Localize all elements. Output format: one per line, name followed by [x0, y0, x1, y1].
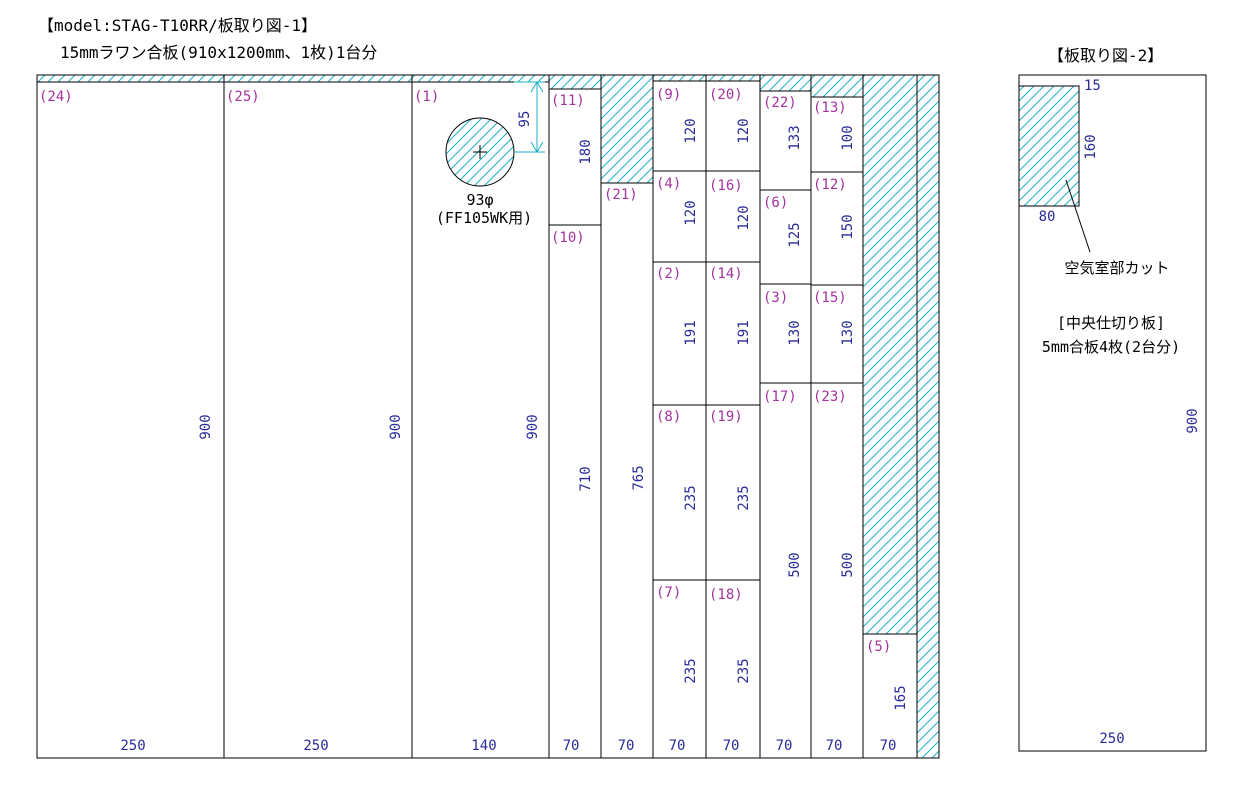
column-width-5: 70 [618, 738, 635, 754]
part-length-14: 191 [736, 320, 752, 345]
waste-col9-top [810, 74, 864, 98]
part-length-13: 100 [840, 125, 856, 150]
waste-col5-top [600, 74, 654, 184]
part-number-19: (19) [709, 409, 743, 425]
cut-width-label: 80 [1039, 209, 1056, 225]
air-chamber-cut-area [1018, 85, 1080, 207]
part-length-9: 120 [683, 118, 699, 143]
part-number-3: (3) [763, 290, 788, 306]
sheet1-title: 【model:STAG-T10RR/板取り図-1】 [38, 16, 317, 35]
part-length-5: 165 [893, 685, 909, 710]
sheet1-subtitle: 15mmラワン合板(910x1200mm、1枚)1台分 [60, 43, 377, 62]
part-length-25: 900 [388, 414, 404, 439]
waste-right-strip [916, 74, 940, 759]
part-number-23: (23) [813, 389, 847, 405]
part-length-8: 235 [683, 485, 699, 510]
part-number-14: (14) [709, 266, 743, 282]
cut-lines [223, 75, 918, 758]
hole-offset-dimension [514, 81, 545, 153]
length-labels: 900 900 900 180 710 765 120 120 191 235 235 120 120 1… [198, 118, 909, 710]
part-length-3: 130 [787, 320, 803, 345]
part-length-2: 191 [683, 320, 699, 345]
part-number-9: (9) [656, 87, 681, 103]
part-number-11: (11) [551, 93, 585, 109]
part-number-20: (20) [709, 87, 743, 103]
part-length-18: 235 [736, 658, 752, 683]
part-number-4: (4) [656, 176, 681, 192]
part-length-23: 500 [840, 552, 856, 577]
waste-col10-top [862, 74, 918, 635]
cut-note: 空気室部カット [1064, 259, 1169, 277]
board-title: [中央仕切り板] [1057, 314, 1165, 332]
part-number-15: (15) [813, 290, 847, 306]
hole-diameter-label: 93φ [466, 191, 493, 209]
column-width-9: 70 [826, 738, 843, 754]
sheet2-height-label: 900 [1185, 408, 1201, 433]
part-number-6: (6) [763, 195, 788, 211]
hole-offset-label: 95 [517, 111, 533, 128]
part-length-12: 150 [840, 214, 856, 239]
waste-col6-top [652, 74, 707, 82]
part-labels: (24) (25) (1) (11) (10) (21) (9) (4) (2) (8) (7) (2… [39, 87, 891, 655]
part-number-21: (21) [604, 187, 638, 203]
part-number-13: (13) [813, 100, 847, 116]
column-width-8: 70 [776, 738, 793, 754]
column-width-6: 70 [669, 738, 686, 754]
part-number-12: (12) [813, 177, 847, 193]
part-length-19: 235 [736, 485, 752, 510]
sheet1-outline [36, 74, 940, 759]
part-number-7: (7) [656, 585, 681, 601]
column-width-2: 250 [303, 738, 328, 754]
column-width-7: 70 [723, 738, 740, 754]
part-length-15: 130 [840, 320, 856, 345]
column-width-3: 140 [471, 738, 496, 754]
part-length-7: 235 [683, 658, 699, 683]
cut-leader-line [1065, 179, 1091, 253]
part-length-6: 125 [787, 222, 803, 247]
cut-offset-label: 15 [1084, 78, 1101, 94]
part-length-21: 765 [631, 465, 647, 490]
part-length-17: 500 [787, 552, 803, 577]
waste-col8-top [759, 74, 812, 92]
part-number-24: (24) [39, 89, 73, 105]
part-number-2: (2) [656, 266, 681, 282]
part-number-16: (16) [709, 178, 743, 194]
part-number-17: (17) [763, 389, 797, 405]
board-spec: 5mm合板4枚(2台分) [1042, 338, 1180, 356]
sheet2-title: 【板取り図-2】 [1048, 46, 1163, 65]
column-width-1: 250 [120, 738, 145, 754]
column-width-4: 70 [563, 738, 580, 754]
part-length-4: 120 [683, 200, 699, 225]
hole-unit-label: (FF105WK用) [436, 209, 532, 227]
waste-col7-top [705, 74, 761, 82]
part-number-5: (5) [866, 639, 891, 655]
part-length-16: 120 [736, 205, 752, 230]
column-width-10: 70 [880, 738, 897, 754]
part-length-1: 900 [525, 414, 541, 439]
part-number-1: (1) [414, 89, 439, 105]
part-number-10: (10) [551, 230, 585, 246]
part-length-10: 710 [578, 466, 594, 491]
waste-top-strip [36, 74, 550, 83]
part-number-8: (8) [656, 409, 681, 425]
part-number-18: (18) [709, 587, 743, 603]
part-number-25: (25) [226, 89, 260, 105]
sheet2-width-label: 250 [1099, 731, 1124, 747]
part-length-20: 120 [736, 118, 752, 143]
waste-col4-top [548, 74, 602, 90]
part-number-22: (22) [763, 95, 797, 111]
part-length-11: 180 [578, 139, 594, 164]
part-length-22: 133 [787, 125, 803, 150]
column-width-labels: 250 250 140 70 70 70 70 70 70 70 [120, 738, 896, 754]
part-length-24: 900 [198, 414, 214, 439]
cut-height-label: 160 [1083, 134, 1099, 159]
sheet2-outline [1018, 74, 1207, 752]
